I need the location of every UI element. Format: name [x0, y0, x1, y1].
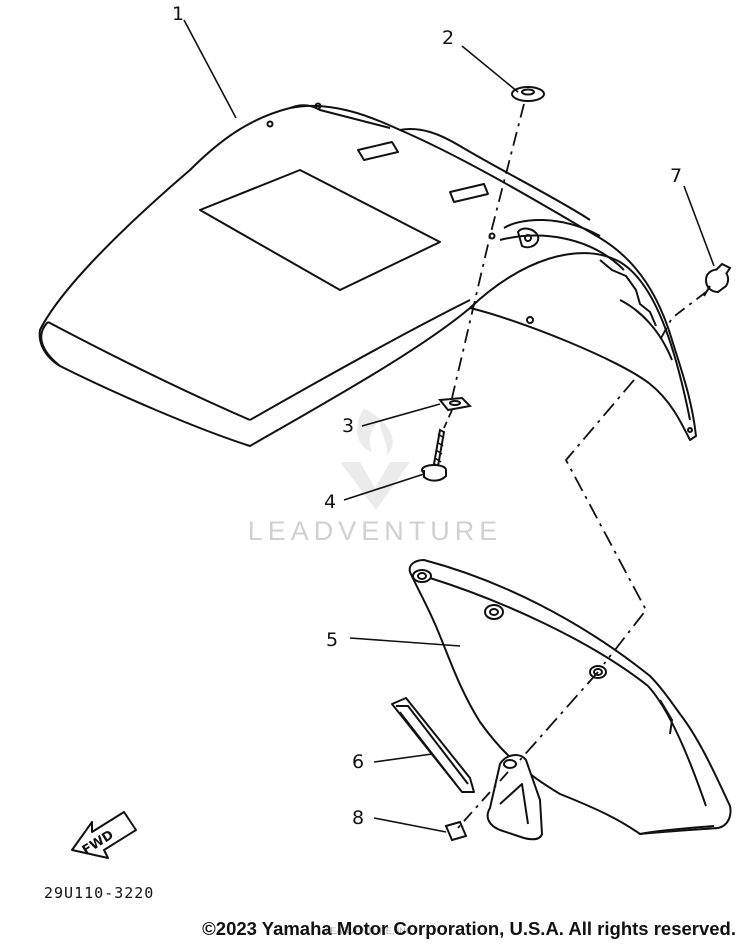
part-4-bolt [421, 428, 447, 482]
part-2-washer [511, 86, 545, 102]
part-5-number-plate [408, 559, 732, 835]
callout-5: 5 [326, 629, 338, 651]
callout-6: 6 [352, 751, 364, 773]
small-watermark: LEADVENTURE, INC. [325, 926, 415, 936]
watermark-logo [340, 408, 410, 510]
bracket [486, 754, 543, 841]
leader-lines [183, 19, 715, 833]
part-6-strip [391, 697, 475, 793]
callout-7: 7 [670, 165, 682, 187]
callout-3: 3 [342, 415, 354, 437]
part-8-clip [444, 820, 468, 842]
fwd-arrow-icon: FWD [71, 811, 137, 859]
assembly-lines [443, 103, 707, 831]
callout-8: 8 [352, 807, 364, 829]
part-7-screw [703, 262, 732, 297]
callout-1: 1 [172, 3, 184, 25]
callout-4: 4 [324, 491, 336, 513]
diagram-code: 29U110-3220 [44, 884, 154, 902]
watermark-text: LEADVENTURE [248, 516, 503, 546]
part-1-fender [38, 102, 697, 447]
callout-2: 2 [442, 27, 454, 49]
copyright-notice: ©2023 Yamaha Motor Corporation, U.S.A. A… [202, 918, 736, 939]
part-3-nut [438, 396, 473, 412]
